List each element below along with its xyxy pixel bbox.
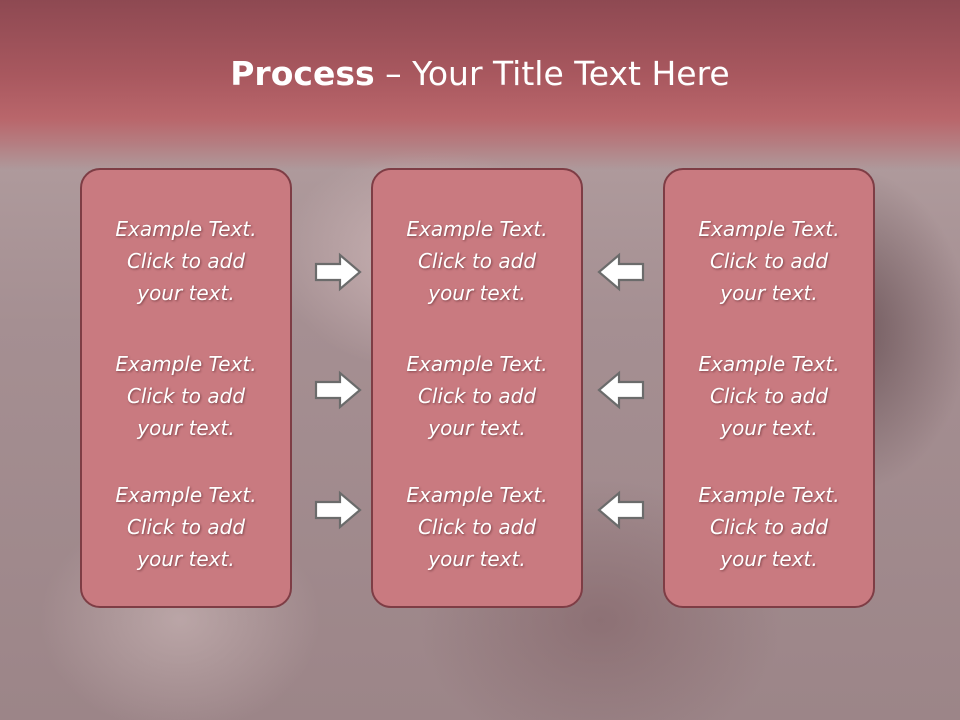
process-box-center[interactable]: Example Text. Click to add your text. Ex… bbox=[371, 168, 583, 608]
text-line: Click to add bbox=[126, 384, 246, 408]
process-box-left[interactable]: Example Text. Click to add your text. Ex… bbox=[80, 168, 292, 608]
text-line: your text. bbox=[428, 416, 526, 440]
text-block[interactable]: Example Text. Click to add your text. bbox=[665, 348, 873, 444]
slide-title[interactable]: Process – Your Title Text Here bbox=[0, 52, 960, 96]
text-line: your text. bbox=[428, 547, 526, 571]
text-line: Click to add bbox=[709, 384, 829, 408]
text-line: your text. bbox=[137, 281, 235, 305]
right-arrow-icon bbox=[313, 490, 363, 530]
text-line: Click to add bbox=[709, 249, 829, 273]
title-bold: Process bbox=[230, 54, 375, 93]
text-line: Example Text. bbox=[115, 352, 257, 376]
right-arrow-icon bbox=[313, 370, 363, 410]
text-line: your text. bbox=[428, 281, 526, 305]
text-line: Example Text. bbox=[115, 217, 257, 241]
text-block[interactable]: Example Text. Click to add your text. bbox=[665, 479, 873, 575]
text-block[interactable]: Example Text. Click to add your text. bbox=[373, 479, 581, 575]
text-line: Click to add bbox=[709, 515, 829, 539]
process-box-right[interactable]: Example Text. Click to add your text. Ex… bbox=[663, 168, 875, 608]
text-line: Example Text. bbox=[698, 217, 840, 241]
text-line: Click to add bbox=[126, 249, 246, 273]
text-line: Example Text. bbox=[698, 483, 840, 507]
left-arrow-icon bbox=[596, 252, 646, 292]
text-line: Click to add bbox=[417, 384, 537, 408]
title-rest: – Your Title Text Here bbox=[374, 54, 730, 93]
text-block[interactable]: Example Text. Click to add your text. bbox=[82, 479, 290, 575]
text-block[interactable]: Example Text. Click to add your text. bbox=[82, 213, 290, 309]
header-band bbox=[0, 0, 960, 170]
text-line: your text. bbox=[720, 547, 818, 571]
text-line: your text. bbox=[137, 416, 235, 440]
text-block[interactable]: Example Text. Click to add your text. bbox=[373, 348, 581, 444]
text-line: your text. bbox=[720, 281, 818, 305]
left-arrow-icon bbox=[596, 490, 646, 530]
text-line: Example Text. bbox=[406, 352, 548, 376]
left-arrow-icon bbox=[596, 370, 646, 410]
right-arrow-icon bbox=[313, 252, 363, 292]
text-block[interactable]: Example Text. Click to add your text. bbox=[373, 213, 581, 309]
text-line: Example Text. bbox=[115, 483, 257, 507]
text-line: Example Text. bbox=[406, 483, 548, 507]
text-block[interactable]: Example Text. Click to add your text. bbox=[665, 213, 873, 309]
text-line: your text. bbox=[137, 547, 235, 571]
text-line: Click to add bbox=[417, 515, 537, 539]
text-line: Click to add bbox=[126, 515, 246, 539]
text-line: Click to add bbox=[417, 249, 537, 273]
text-line: your text. bbox=[720, 416, 818, 440]
text-line: Example Text. bbox=[698, 352, 840, 376]
text-line: Example Text. bbox=[406, 217, 548, 241]
text-block[interactable]: Example Text. Click to add your text. bbox=[82, 348, 290, 444]
